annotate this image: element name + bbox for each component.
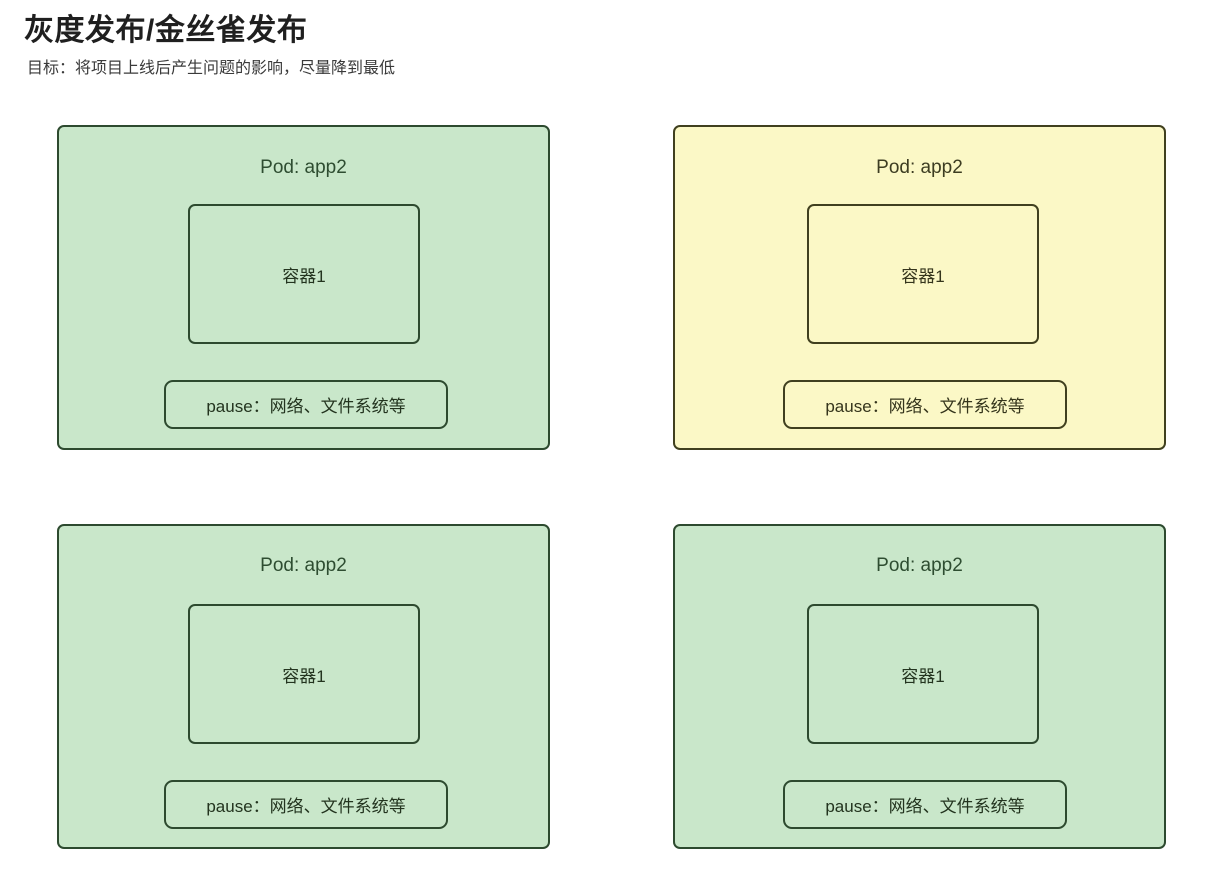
page-subtitle: 目标：将项目上线后产生问题的影响，尽量降到最低 — [27, 59, 396, 77]
pod-card-top-left: Pod: app2 容器1 pause：网络、文件系统等 — [57, 125, 550, 450]
container-box: 容器1 — [188, 204, 420, 344]
page-header: 灰度发布/金丝雀发布 目标：将项目上线后产生问题的影响，尽量降到最低 — [24, 14, 1124, 78]
pause-label: pause：网络、文件系统等 — [206, 397, 406, 416]
pause-box: pause：网络、文件系统等 — [164, 780, 448, 829]
pod-title: Pod: app2 — [876, 157, 963, 178]
pod-card-bottom-right: Pod: app2 容器1 pause：网络、文件系统等 — [673, 524, 1166, 849]
pause-box: pause：网络、文件系统等 — [783, 380, 1067, 429]
container-box: 容器1 — [807, 204, 1039, 344]
container-label: 容器1 — [901, 266, 945, 286]
pod-title: Pod: app2 — [876, 555, 963, 576]
container-box: 容器1 — [807, 604, 1039, 744]
container-label: 容器1 — [901, 666, 945, 686]
container-label: 容器1 — [282, 666, 326, 686]
pod-title: Pod: app2 — [260, 555, 347, 576]
container-label: 容器1 — [282, 266, 326, 286]
pause-label: pause：网络、文件系统等 — [825, 797, 1025, 816]
pause-box: pause：网络、文件系统等 — [164, 380, 448, 429]
pause-label: pause：网络、文件系统等 — [825, 397, 1025, 416]
pause-label: pause：网络、文件系统等 — [206, 797, 406, 816]
container-box: 容器1 — [188, 604, 420, 744]
page-title: 灰度发布/金丝雀发布 — [24, 14, 308, 47]
pod-title: Pod: app2 — [260, 157, 347, 178]
pod-card-bottom-left: Pod: app2 容器1 pause：网络、文件系统等 — [57, 524, 550, 849]
pod-card-top-right: Pod: app2 容器1 pause：网络、文件系统等 — [673, 125, 1166, 450]
pause-box: pause：网络、文件系统等 — [783, 780, 1067, 829]
